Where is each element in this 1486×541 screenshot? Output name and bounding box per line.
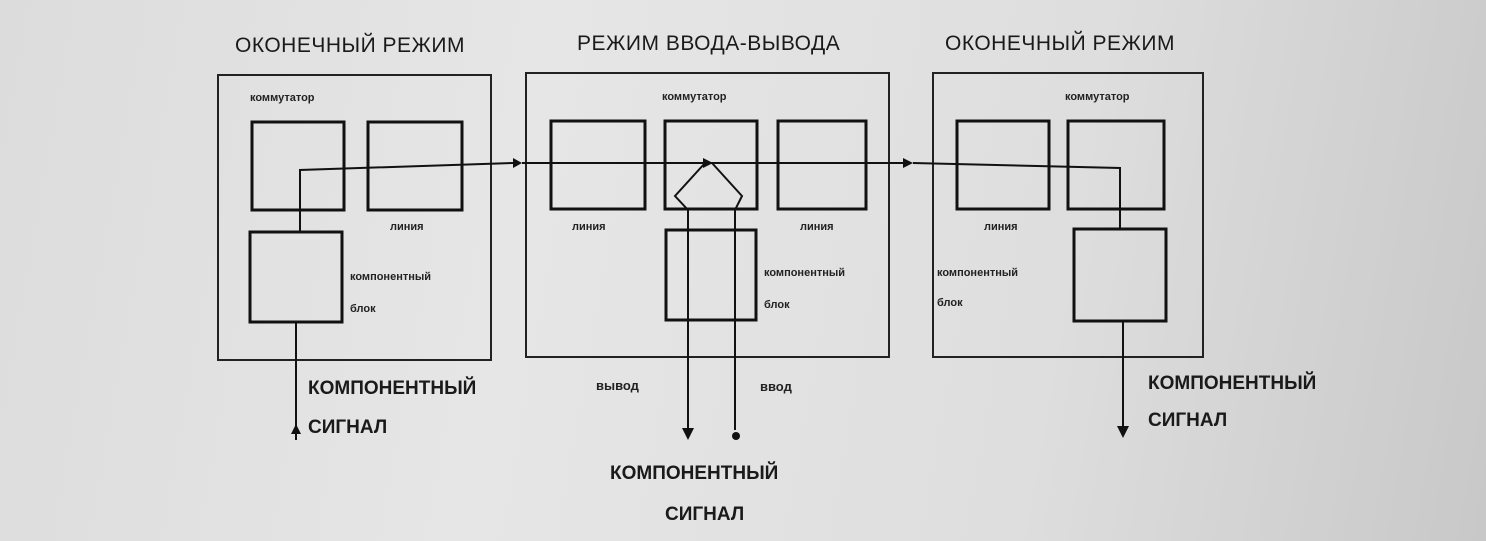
line-box-left [366, 120, 464, 212]
mode-title-left: ОКОНЕЧНЫЙ РЕЖИМ [235, 33, 465, 57]
wire-center-input [711, 162, 744, 430]
component-label-left-1: компонентный [350, 271, 431, 283]
mode-title-center: РЕЖИМ ВВОДА-ВЫВОДА [577, 32, 840, 55]
arrow-output-down [682, 428, 694, 440]
line-label-center-right: линия [800, 221, 834, 233]
component-label-right-1: компонентный [937, 267, 1018, 279]
line-box-center-right [776, 119, 868, 211]
switch-box-right [1066, 119, 1166, 211]
signal-center-line1: КОМПОНЕНТНЫЙ [610, 462, 778, 484]
mode-box-right [932, 72, 1204, 358]
switch-box-center [663, 119, 759, 211]
line-label-left: линия [390, 221, 424, 233]
wire-center-output [673, 162, 706, 428]
component-label-center-2: блок [764, 299, 790, 311]
line-label-center-left: линия [572, 221, 606, 233]
component-box-left [248, 230, 344, 324]
signal-right-line2: СИГНАЛ [1148, 410, 1227, 431]
output-label: вывод [596, 378, 640, 393]
line-box-center-left [549, 119, 647, 211]
component-label-center-1: компонентный [764, 267, 845, 279]
component-label-right-2: блок [937, 297, 963, 309]
wire-left-main [299, 162, 514, 232]
component-box-right [1072, 227, 1168, 323]
signal-right-line1: КОМПОНЕНТНЫЙ [1148, 372, 1316, 394]
wire-right-main [912, 162, 1121, 229]
arrow-center-to-right [903, 158, 913, 168]
arrow-left-up [291, 424, 301, 434]
switch-box-left [250, 120, 346, 212]
arrow-right-down [1117, 426, 1129, 438]
switch-label-center: коммутатор [662, 91, 727, 103]
arrow-center-switch [703, 158, 713, 168]
mode-title-right: ОКОНЕЧНЫЙ РЕЖИМ [945, 31, 1175, 55]
switch-label-left: коммутатор [250, 92, 315, 104]
input-dot [732, 432, 740, 440]
signal-left-line1: КОМПОНЕНТНЫЙ [308, 377, 476, 399]
signal-path [291, 158, 1129, 440]
input-label: ввод [760, 379, 793, 394]
switch-label-right: коммутатор [1065, 91, 1130, 103]
component-box-center [664, 228, 758, 322]
arrow-left-to-center [513, 158, 522, 168]
line-label-right: линия [984, 221, 1018, 233]
mode-box-left [217, 74, 492, 361]
signal-left-line2: СИГНАЛ [308, 417, 387, 438]
signal-center-line2: СИГНАЛ [665, 504, 744, 525]
component-label-left-2: блок [350, 303, 376, 315]
mode-box-center [525, 72, 890, 358]
